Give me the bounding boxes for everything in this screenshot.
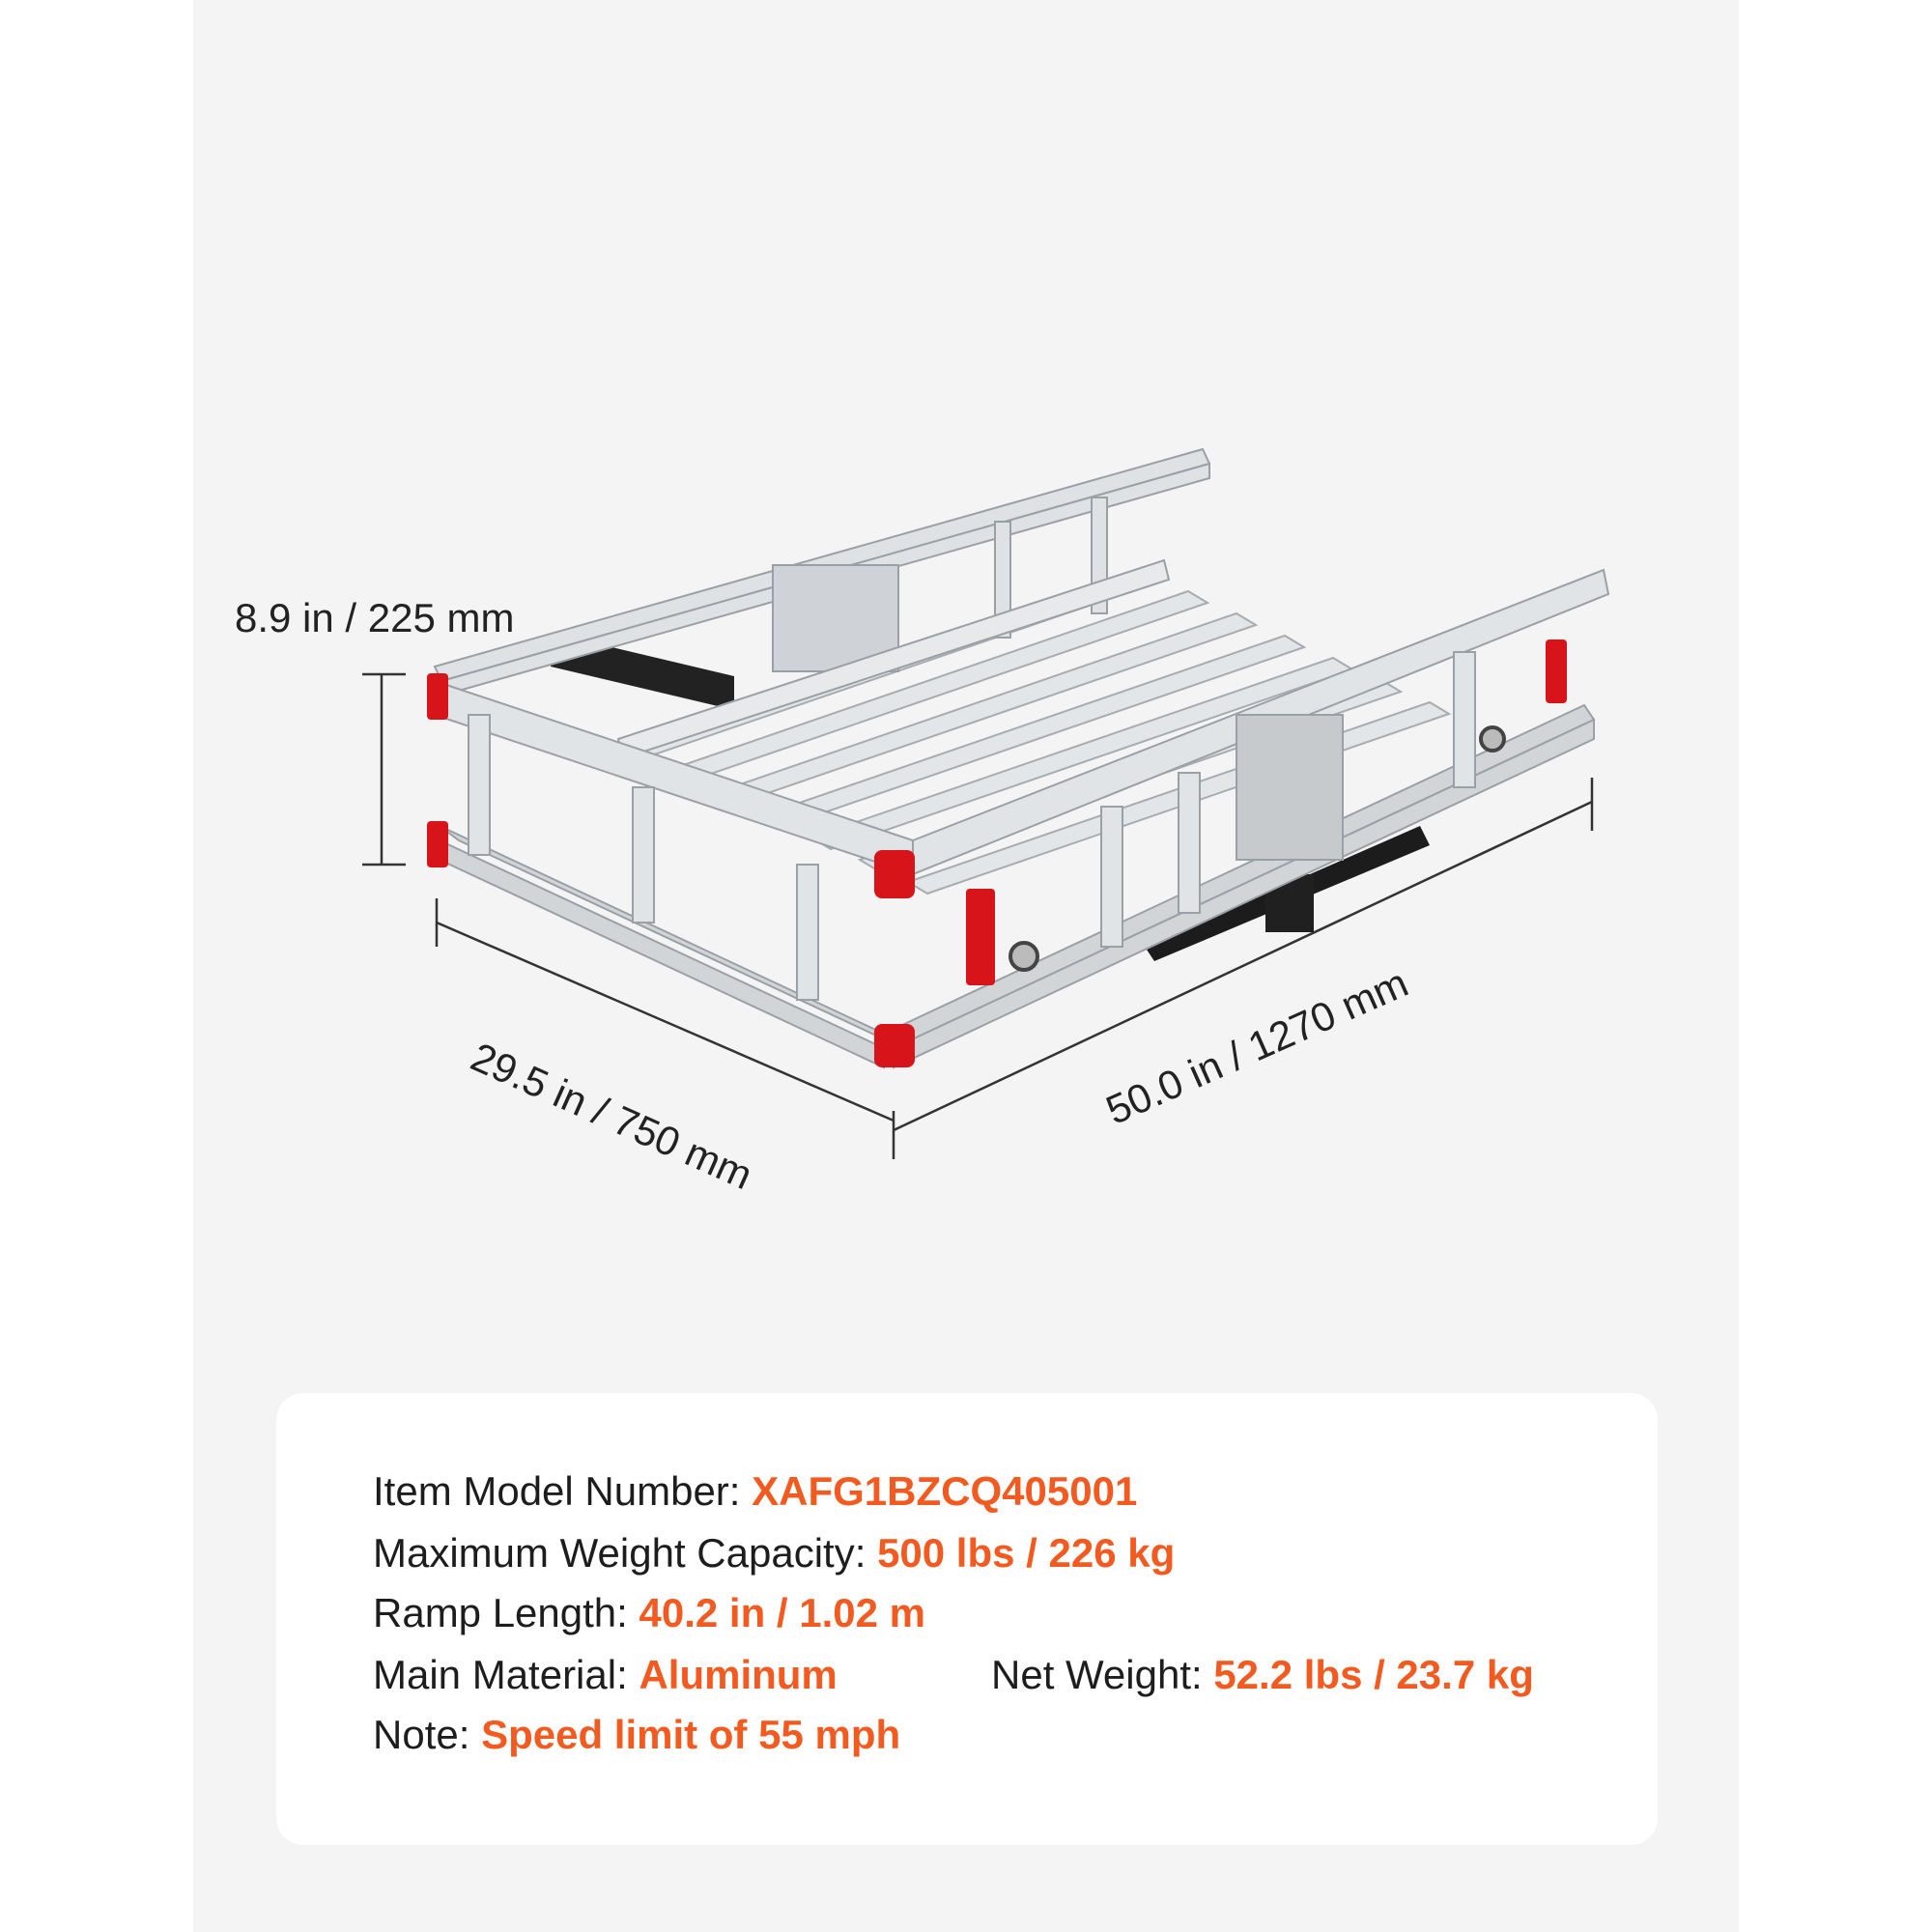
latch-pins	[1009, 725, 1506, 972]
ramp-length-value: 40.2 in / 1.02 m	[639, 1590, 926, 1635]
note-value: Speed limit of 55 mph	[481, 1712, 901, 1757]
capacity-line: Maximum Weight Capacity: 500 lbs / 226 k…	[373, 1530, 1175, 1577]
front-rail	[434, 568, 1610, 1001]
dimension-lines	[362, 672, 1594, 1159]
material-value: Aluminum	[639, 1652, 838, 1697]
bottom-frame	[439, 703, 1596, 1069]
net-weight-label: Net Weight:	[991, 1652, 1203, 1697]
red-reflectors	[427, 639, 1567, 1067]
model-number-label: Item Model Number:	[373, 1468, 741, 1514]
spec-card: Item Model Number: XAFG1BZCQ405001 Maxim…	[276, 1393, 1658, 1845]
material-line: Main Material: Aluminum	[373, 1652, 838, 1698]
net-weight-line: Net Weight: 52.2 lbs / 23.7 kg	[991, 1652, 1534, 1698]
ramp-length-label: Ramp Length:	[373, 1590, 628, 1635]
capacity-label: Maximum Weight Capacity:	[373, 1530, 867, 1576]
note-label: Note:	[373, 1712, 470, 1757]
net-weight-value: 52.2 lbs / 23.7 kg	[1213, 1652, 1534, 1697]
material-label: Main Material:	[373, 1652, 628, 1697]
back-rail	[433, 447, 1211, 697]
model-number-line: Item Model Number: XAFG1BZCQ405001	[373, 1468, 1137, 1515]
capacity-value: 500 lbs / 226 kg	[877, 1530, 1176, 1576]
note-line: Note: Speed limit of 55 mph	[373, 1712, 900, 1758]
ramp-length-line: Ramp Length: 40.2 in / 1.02 m	[373, 1590, 925, 1636]
model-number-value: XAFG1BZCQ405001	[752, 1468, 1138, 1514]
height-dimension-label: 8.9 in / 225 mm	[235, 595, 515, 640]
